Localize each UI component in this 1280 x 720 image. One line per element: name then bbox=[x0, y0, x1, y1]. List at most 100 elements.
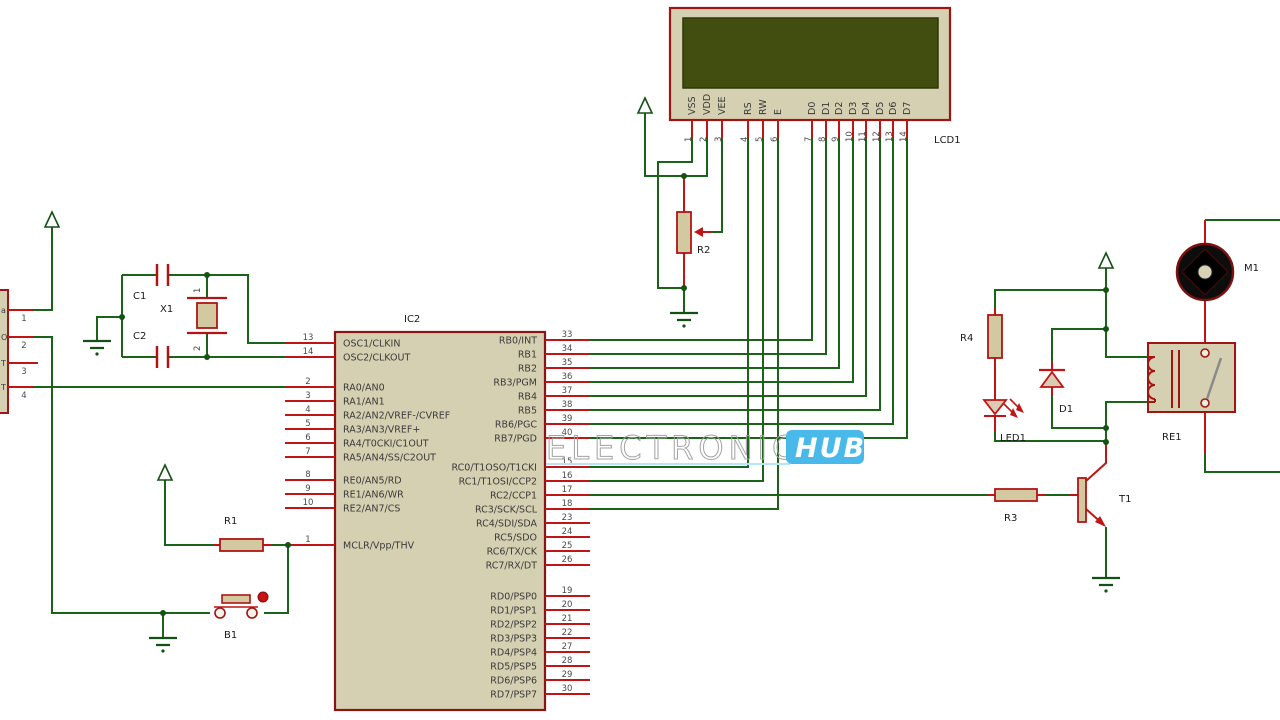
ground-icon bbox=[83, 339, 111, 350]
lcd-pin-number: 13 bbox=[885, 131, 895, 142]
ic-pin-name: RD5/PSP5 bbox=[490, 662, 537, 673]
resistor-ref: R4 bbox=[960, 333, 973, 344]
ic-pin-name: RE0/AN5/RD bbox=[343, 476, 402, 487]
ic-pin-number: 5 bbox=[305, 419, 310, 429]
lcd-pin-number: 14 bbox=[899, 131, 909, 142]
ground-dot bbox=[161, 649, 165, 653]
ic-pin-name: RD4/PSP4 bbox=[490, 648, 537, 659]
ic-pin-name: RA1/AN1 bbox=[343, 397, 385, 408]
ic-pin-name: MCLR/Vpp/THV bbox=[343, 541, 415, 552]
reset-group: R1 B1 bbox=[214, 516, 269, 641]
ic-pin-name: RD6/PSP6 bbox=[490, 676, 537, 687]
ground-symbols bbox=[83, 311, 1120, 653]
junction-dot bbox=[1103, 326, 1109, 332]
ic-pin-number: 27 bbox=[562, 642, 573, 652]
junction-dot bbox=[1103, 439, 1109, 445]
ic-pin-name: RC2/CCP1 bbox=[490, 491, 537, 502]
led-triangle bbox=[982, 399, 1008, 416]
lcd-pin-name: VSS bbox=[687, 96, 698, 115]
ic-pin-number: 40 bbox=[562, 428, 573, 438]
ic-pin-number: 37 bbox=[562, 386, 573, 396]
lcd-pin-name: D4 bbox=[861, 102, 872, 115]
lcd-pin-name: D7 bbox=[902, 102, 913, 115]
lcd-pin-name: D5 bbox=[875, 102, 886, 115]
crystal-ref: X1 bbox=[160, 304, 173, 315]
lcd-pins: VSS1VDD2VEE3RS4RW5E6D07D18D29D310D411D51… bbox=[684, 94, 913, 142]
ic-pin-name: RC4/SDI/SDA bbox=[476, 519, 538, 530]
connector-pin-number: 1 bbox=[21, 314, 26, 324]
power-arrow-icon bbox=[156, 463, 174, 481]
ic-pin-number: 34 bbox=[562, 344, 573, 354]
ic-pin-name: RD2/PSP2 bbox=[490, 620, 537, 631]
wire-lcd-vss-ground bbox=[657, 137, 693, 313]
transistor-base-bar bbox=[1077, 477, 1087, 523]
lcd-pin-name: E bbox=[773, 109, 784, 115]
lcd-pin-name: RS bbox=[743, 102, 754, 115]
contrast-pot-group: R2 bbox=[676, 211, 710, 256]
ic-pin-name: OSC2/CLKOUT bbox=[343, 353, 410, 364]
potentiometer-ref: R2 bbox=[697, 245, 710, 256]
resistor-r1-body bbox=[219, 538, 264, 552]
resistor-ref: R1 bbox=[224, 516, 237, 527]
junction-dot bbox=[285, 542, 291, 548]
wire-lcd-rw bbox=[590, 137, 764, 482]
edge-connector-body bbox=[0, 289, 9, 414]
junction-dots bbox=[119, 173, 1109, 616]
lcd-pin-number: 12 bbox=[872, 131, 882, 142]
connector-label-fragment: T bbox=[0, 359, 6, 368]
relay-body bbox=[1147, 342, 1236, 413]
junction-dot bbox=[681, 285, 687, 291]
ic-pin-name: RE2/AN7/CS bbox=[343, 504, 400, 515]
watermark-badge bbox=[786, 430, 864, 464]
lcd-pin-name: D2 bbox=[834, 102, 845, 115]
relay-ref: RE1 bbox=[1162, 432, 1182, 443]
watermark-badge-text: HUB bbox=[795, 433, 866, 464]
ic-pin-name: RA5/AN4/SS/C2OUT bbox=[343, 453, 436, 464]
ic-pin-number: 16 bbox=[562, 471, 573, 481]
ic-pin-number: 38 bbox=[562, 400, 573, 410]
transistor-ref: T1 bbox=[1118, 494, 1131, 505]
lcd-pin-number: 11 bbox=[858, 131, 868, 142]
ic-pin-number: 3 bbox=[305, 391, 310, 401]
lcd-pin-number: 3 bbox=[714, 137, 724, 142]
diode-ref: D1 bbox=[1059, 404, 1073, 415]
lcd-pin-number: 7 bbox=[804, 137, 814, 142]
ic-pin-name: RC1/T1OSI/CCP2 bbox=[459, 477, 537, 488]
ic-pin-name: RD7/PSP7 bbox=[490, 690, 537, 701]
power-arrow-icon bbox=[43, 210, 61, 228]
wire-driver-power-rail bbox=[994, 267, 1148, 362]
ic-pin-number: 23 bbox=[562, 513, 573, 523]
lcd-pin-number: 10 bbox=[845, 131, 855, 142]
ic-pin-name: RC7/RX/DT bbox=[486, 561, 538, 572]
capacitor-c2 bbox=[155, 346, 170, 368]
ic-pin-name: RA2/AN2/VREF-/CVREF bbox=[343, 411, 450, 422]
microcontroller-group: IC2 13OSC1/CLKIN14OSC2/CLKOUT2RA0/AN03RA… bbox=[285, 314, 590, 712]
ic-pin-number: 15 bbox=[562, 457, 573, 467]
capacitor-ref: C2 bbox=[133, 331, 146, 342]
junction-dot bbox=[160, 610, 166, 616]
lcd-pin-name: D0 bbox=[807, 102, 818, 115]
ic-pin-number: 35 bbox=[562, 358, 573, 368]
ic-pins: 13OSC1/CLKIN14OSC2/CLKOUT2RA0/AN03RA1/AN… bbox=[285, 330, 590, 701]
wires bbox=[33, 113, 1280, 638]
pot-wiper-arrow bbox=[694, 227, 703, 237]
ic-pin-number: 22 bbox=[562, 628, 573, 638]
ic-pin-name: RC5/SDO bbox=[494, 533, 537, 544]
lcd-pin-name: VDD bbox=[702, 94, 713, 115]
lcd-pin-name: D3 bbox=[848, 102, 859, 115]
button-terminal bbox=[214, 607, 226, 619]
ic-pin-name: RB6/PGC bbox=[495, 420, 537, 431]
button-cap bbox=[221, 594, 251, 604]
ic-pin-name: RA0/AN0 bbox=[343, 383, 385, 394]
connector-pin-number: 2 bbox=[21, 341, 26, 351]
junction-dot bbox=[1103, 287, 1109, 293]
led-arrowhead bbox=[1016, 403, 1024, 413]
wire-connector-power bbox=[33, 226, 53, 311]
relay-coil bbox=[1147, 356, 1156, 400]
lcd-group: LCD1 VSS1VDD2VEE3RS4RW5E6D07D18D29D310D4… bbox=[668, 6, 961, 146]
ic-pin-number: 17 bbox=[562, 485, 573, 495]
wire-reset-net bbox=[162, 479, 289, 638]
ic-pin-number: 10 bbox=[303, 498, 314, 508]
